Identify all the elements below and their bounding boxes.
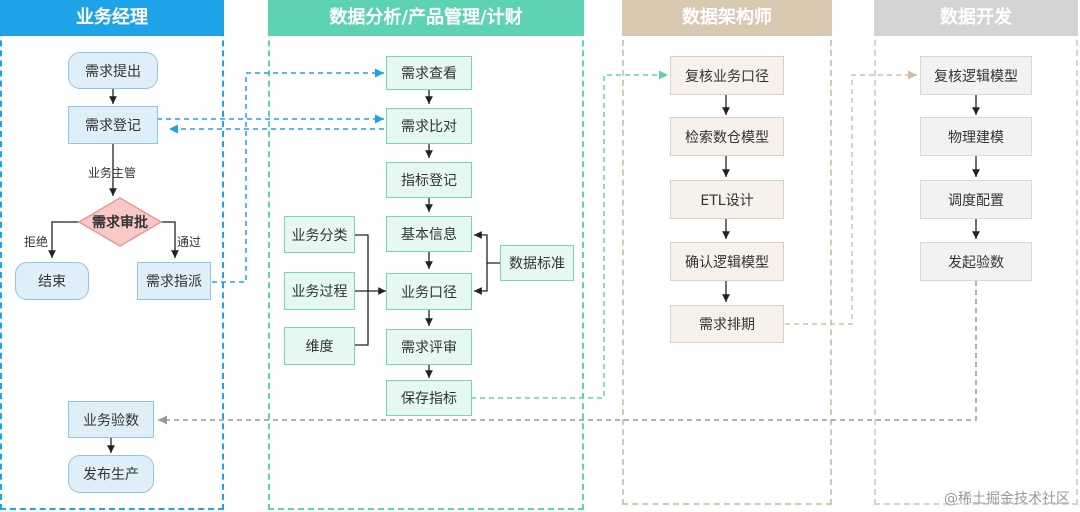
demand-assign-node[interactable]: 需求指派 (137, 262, 211, 300)
demand-review-node[interactable]: 需求评审 (386, 329, 472, 365)
scheduling-config-node[interactable]: 调度配置 (920, 180, 1032, 219)
demand-register-node[interactable]: 需求登记 (68, 106, 158, 144)
lane-analyst (268, 0, 584, 510)
metric-register-node[interactable]: 指标登记 (386, 162, 472, 198)
dimension-node[interactable]: 维度 (284, 327, 355, 365)
lane-developer (874, 0, 1078, 505)
lane-architect (622, 0, 832, 505)
release-production-node[interactable]: 发布生产 (68, 455, 154, 493)
lane-title-architect: 数据架构师 (622, 0, 832, 36)
business-process-node[interactable]: 业务过程 (284, 272, 355, 310)
end-node[interactable]: 结束 (15, 262, 89, 300)
business-acceptance-node[interactable]: 业务验数 (68, 401, 154, 438)
recheck-logic-model-node[interactable]: 复核逻辑模型 (920, 56, 1032, 95)
etl-design-node[interactable]: ETL设计 (670, 180, 784, 219)
lane-title-analyst: 数据分析/产品管理/计财 (268, 0, 584, 36)
demand-view-node[interactable]: 需求查看 (386, 56, 472, 90)
data-standard-node[interactable]: 数据标准 (500, 245, 574, 281)
approval-diamond (77, 197, 163, 247)
pass-label: 通过 (177, 235, 202, 249)
demand-compare-node[interactable]: 需求比对 (386, 108, 472, 144)
owner-label: 业务主管 (88, 166, 137, 180)
business-category-node[interactable]: 业务分类 (284, 216, 355, 253)
save-metric-node[interactable]: 保存指标 (386, 380, 472, 416)
basic-info-node[interactable]: 基本信息 (386, 216, 472, 252)
business-caliber-node[interactable]: 业务口径 (386, 273, 472, 310)
search-warehouse-model-node[interactable]: 检索数仓模型 (670, 117, 784, 156)
recheck-caliber-node[interactable]: 复核业务口径 (670, 56, 784, 95)
demand-submit-node[interactable]: 需求提出 (68, 52, 158, 89)
watermark: @稀土掘金技术社区 (944, 491, 1070, 507)
lane-title-business-manager: 业务经理 (0, 0, 224, 36)
lane-business-manager (0, 0, 224, 510)
start-verification-node[interactable]: 发起验数 (920, 242, 1032, 281)
physical-modeling-node[interactable]: 物理建模 (920, 117, 1032, 156)
reject-label: 拒绝 (24, 235, 49, 249)
demand-schedule-node[interactable]: 需求排期 (670, 305, 784, 343)
confirm-logic-model-node[interactable]: 确认逻辑模型 (670, 242, 784, 281)
demand-approve-label[interactable]: 需求审批 (92, 215, 148, 231)
lane-title-developer: 数据开发 (874, 0, 1078, 36)
